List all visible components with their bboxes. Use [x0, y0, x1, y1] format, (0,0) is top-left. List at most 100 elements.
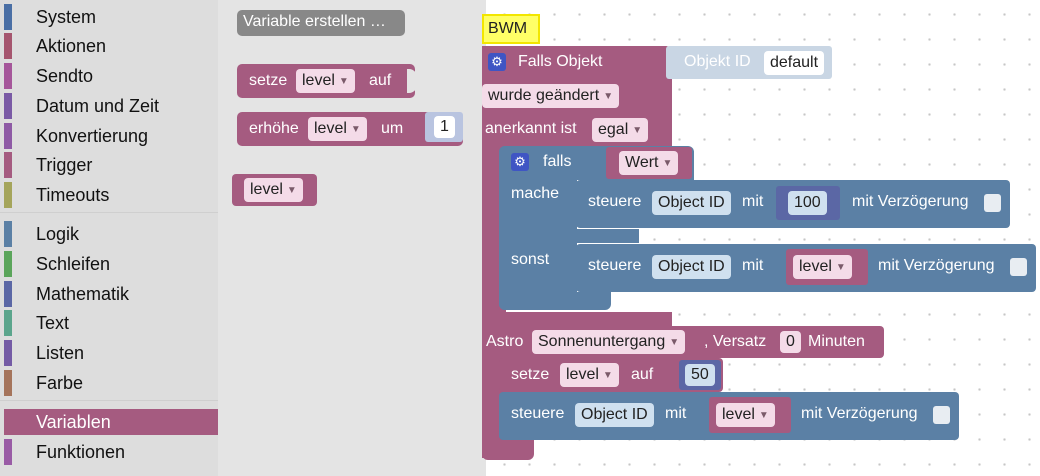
object-id-value[interactable]: default [764, 51, 825, 75]
category-datum-und-zeit[interactable]: Datum und Zeit [4, 93, 218, 119]
variables-flyout: Variable erstellen … setze level▼ auf er… [218, 0, 486, 476]
category-system[interactable]: System [4, 4, 218, 30]
category-color-stripe [4, 152, 12, 178]
category-trigger[interactable]: Trigger [4, 152, 218, 178]
offset-field[interactable]: 0 [780, 331, 801, 353]
category-label: Funktionen [36, 442, 126, 462]
number-field[interactable]: 100 [788, 191, 827, 215]
control-prefix: steuere [588, 257, 642, 274]
astro-event-dropdown[interactable]: Sonnenuntergang▼ [532, 330, 686, 354]
category-text[interactable]: Text [4, 310, 218, 336]
category-color-stripe [4, 33, 12, 59]
control-block-else[interactable]: steuere Object ID mit level▼ mit Verzöge… [576, 244, 1036, 292]
category-schleifen[interactable]: Schleifen [4, 251, 218, 277]
control-prefix: steuere [588, 193, 642, 210]
dropdown-arrow-icon: ▼ [603, 91, 614, 102]
control-mid: mit [742, 193, 764, 210]
dropdown-arrow-icon: ▼ [669, 337, 680, 348]
object-id-dropdown[interactable]: Object ID [575, 403, 654, 427]
value-dropdown[interactable]: Wert▼ [619, 151, 679, 175]
astro-block[interactable]: Astro Sonnenuntergang▼ , Versatz 0 Minut… [482, 326, 884, 358]
category-aktionen[interactable]: Aktionen [4, 33, 218, 59]
delay-checkbox[interactable] [1010, 258, 1027, 276]
category-label: Variablen [36, 412, 111, 432]
category-mathematik[interactable]: Mathematik [4, 281, 218, 307]
changed-dropdown[interactable]: wurde geändert▼ [482, 84, 620, 108]
category-listen[interactable]: Listen [4, 340, 218, 366]
blockly-workspace[interactable]: BWM ⚙ Falls Objekt Objekt ID default wur… [482, 0, 1040, 476]
changed-label: wurde geändert [488, 87, 600, 104]
trigger-block-bottom [482, 440, 534, 460]
category-color-stripe [4, 409, 12, 435]
variable-dropdown[interactable]: level▼ [716, 403, 775, 427]
category-funktionen[interactable]: Funktionen [4, 439, 218, 465]
category-color-stripe [4, 439, 12, 465]
if-else-mid [499, 229, 639, 243]
category-color-stripe [4, 310, 12, 336]
category-variablen[interactable]: Variablen [4, 409, 218, 435]
number-field[interactable]: 50 [685, 364, 715, 386]
then-label: mache [511, 185, 560, 202]
set-variable-block[interactable]: setze level▼ auf [237, 64, 417, 98]
variable-name: level [314, 120, 347, 137]
input-socket [407, 69, 417, 93]
category-label: Trigger [36, 155, 93, 175]
category-sendto[interactable]: Sendto [4, 63, 218, 89]
variable-dropdown[interactable]: level▼ [308, 117, 367, 141]
category-label: Listen [36, 343, 85, 363]
category-konvertierung[interactable]: Konvertierung [4, 123, 218, 149]
comment-text: BWM [488, 20, 528, 37]
comment-bubble[interactable]: BWM [482, 14, 540, 44]
delay-checkbox[interactable] [984, 194, 1001, 212]
object-id-dropdown[interactable]: Object ID [652, 255, 731, 279]
offset-label: , Versatz [704, 333, 767, 350]
astro-event: Sonnenuntergang [538, 333, 666, 350]
control-block-astro[interactable]: steuere Object ID mit level▼ mit Verzöge… [499, 392, 959, 440]
category-label: Logik [36, 224, 80, 244]
category-label: Sendto [36, 66, 94, 86]
get-variable-block[interactable]: level▼ [709, 397, 791, 433]
gear-icon[interactable]: ⚙ [488, 53, 506, 71]
category-color-stripe [4, 281, 12, 307]
get-variable-block[interactable]: level▼ [232, 174, 317, 206]
dropdown-arrow-icon: ▼ [758, 410, 769, 421]
number-block[interactable]: 100 [776, 186, 840, 220]
number-field[interactable]: 1 [434, 116, 455, 138]
value-block[interactable]: Wert▼ [606, 147, 692, 179]
number-block[interactable]: 1 [425, 112, 463, 142]
trigger-block-lower [482, 312, 672, 326]
set-prefix: setze [249, 72, 288, 89]
variable-name: level [722, 406, 755, 423]
category-timeouts[interactable]: Timeouts [4, 182, 218, 208]
variable-name: level [302, 72, 335, 89]
category-farbe[interactable]: Farbe [4, 370, 218, 396]
category-label: Konvertierung [36, 126, 149, 146]
ack-dropdown[interactable]: egal▼ [592, 118, 649, 142]
object-id-block[interactable]: Objekt ID default [666, 46, 832, 79]
category-logik[interactable]: Logik [4, 221, 218, 247]
variable-name: level [250, 181, 283, 198]
condition-value: Wert [625, 154, 659, 171]
set-variable-block[interactable]: setze level▼ auf 50 [499, 358, 723, 392]
change-variable-block[interactable]: erhöhe level▼ um 1 [237, 112, 463, 146]
number-block[interactable]: 50 [679, 360, 721, 390]
dropdown-arrow-icon: ▼ [286, 185, 297, 196]
variable-dropdown[interactable]: level▼ [296, 69, 355, 93]
change-prefix: erhöhe [249, 120, 299, 137]
variable-dropdown[interactable]: level▼ [793, 255, 852, 279]
variable-name: level [566, 366, 599, 383]
gear-icon[interactable]: ⚙ [511, 153, 529, 171]
object-id-dropdown[interactable]: Object ID [652, 191, 731, 215]
create-variable-button[interactable]: Variable erstellen … [237, 10, 405, 36]
get-variable-block[interactable]: level▼ [786, 249, 868, 285]
delay-checkbox[interactable] [933, 406, 950, 424]
variable-dropdown[interactable]: level▼ [560, 363, 619, 387]
category-label: System [36, 7, 97, 27]
astro-prefix: Astro [486, 333, 524, 350]
dropdown-arrow-icon: ▼ [350, 124, 361, 135]
variable-dropdown[interactable]: level▼ [244, 178, 303, 202]
control-block-then[interactable]: steuere Object ID mit 100 mit Verzögerun… [576, 180, 1010, 228]
if-else-spine [499, 146, 577, 310]
category-label: Schleifen [36, 254, 111, 274]
dropdown-arrow-icon: ▼ [662, 158, 673, 169]
